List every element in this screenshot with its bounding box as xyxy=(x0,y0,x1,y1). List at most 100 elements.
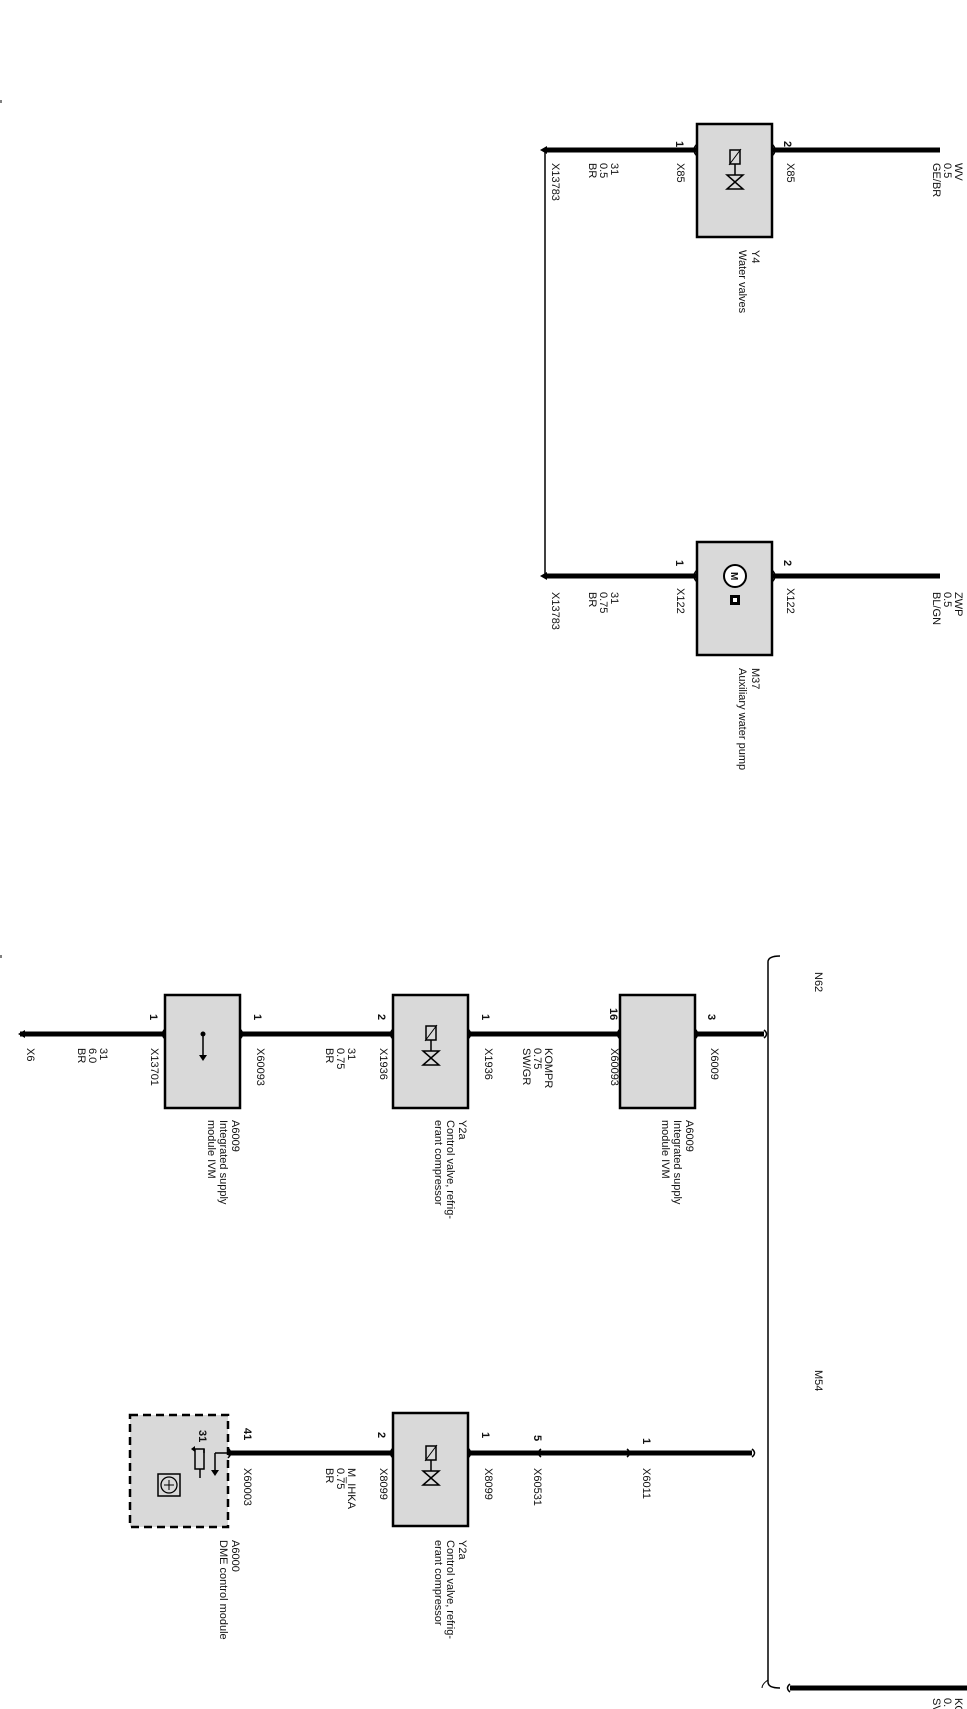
connector-mark xyxy=(693,143,698,157)
variant-label-m54: M54 xyxy=(812,1370,824,1391)
wire-gauge: 0.75 xyxy=(334,1468,346,1489)
connector-mark xyxy=(389,1447,394,1459)
wire-gauge: 0.5 xyxy=(597,163,609,178)
component-name: erant compressor xyxy=(432,1120,444,1206)
connector-label: X122 xyxy=(674,588,686,614)
component-id: Y2a xyxy=(456,1120,468,1140)
control-unit-icon xyxy=(157,1473,181,1497)
connector-mark xyxy=(771,143,776,157)
ground-arrow xyxy=(540,146,547,154)
connector-label: X1936 xyxy=(377,1048,389,1080)
wire-code: M_IHKA xyxy=(345,1468,357,1510)
wire-color: GE/BR xyxy=(930,163,942,197)
wire-code: 31 xyxy=(345,1048,357,1060)
connector-label: X1936 xyxy=(482,1048,494,1080)
water-valves-box xyxy=(695,122,774,239)
pin-label: 2 xyxy=(781,141,793,147)
connector-label: X8099 xyxy=(377,1468,389,1500)
m54-branch: 1 X6011 5 X60531 1 2 X8099 X8099 Y2a Con… xyxy=(128,1411,756,1640)
wire-color: BR xyxy=(323,1048,335,1063)
connector-mark xyxy=(467,1447,472,1459)
wire-gauge: 0.75 xyxy=(334,1048,346,1069)
connector-label: X6011 xyxy=(640,1468,652,1499)
connector-mark xyxy=(751,1448,756,1458)
ground-arrow xyxy=(18,1030,25,1038)
connector-label: X6009 xyxy=(708,1048,720,1080)
wire-color: SV xyxy=(930,1698,942,1709)
pin-label: 3 xyxy=(705,1014,717,1020)
component-id: Y2a xyxy=(456,1540,468,1560)
wire-gauge: 0.75 xyxy=(531,1048,543,1069)
component-name: erant compressor xyxy=(432,1540,444,1626)
wire-gauge: 0.5 xyxy=(941,592,953,607)
ivm-top-box xyxy=(618,993,697,1110)
connector-mark xyxy=(227,1447,232,1459)
connector-mark xyxy=(694,1028,699,1040)
wire-gauge: 0. xyxy=(941,1698,953,1707)
component-name: DME control module xyxy=(217,1540,229,1640)
component-name: Water valves xyxy=(736,250,748,314)
wire-color: BR xyxy=(586,163,598,178)
wire-color: BL/GN xyxy=(930,592,942,625)
connector-label: X60531 xyxy=(531,1468,543,1506)
component-id: Y4 xyxy=(749,250,761,263)
connector-mark xyxy=(771,569,776,583)
ground-label: X13783 xyxy=(549,163,561,201)
valve-icon xyxy=(421,1444,441,1486)
switch-icon xyxy=(199,1031,207,1061)
wire-gauge: 6.0 xyxy=(86,1048,98,1063)
pin-label: 1 xyxy=(673,141,685,147)
pin-label: 1 xyxy=(251,1014,263,1020)
connector-mark xyxy=(626,1448,631,1458)
ground-label: X6 xyxy=(24,1048,36,1061)
connector-label: X85 xyxy=(784,163,796,183)
wire-code: 31 xyxy=(97,1048,109,1060)
pin-label: 1 xyxy=(640,1438,652,1444)
pin-label: 1 xyxy=(479,1432,491,1438)
wire-code: KOMPR xyxy=(542,1048,554,1088)
component-name: module IVM xyxy=(659,1120,671,1179)
connector-mark xyxy=(763,1029,768,1039)
pin-label: 5 xyxy=(531,1435,543,1441)
component-name: Integrated supply xyxy=(671,1120,683,1205)
wire-code: 31 xyxy=(608,592,620,604)
component-name: Auxiliary water pump xyxy=(736,668,748,770)
pin-label: 16 xyxy=(607,1008,619,1020)
wire-code: KO xyxy=(952,1698,964,1709)
connector-label: X60093 xyxy=(254,1048,266,1086)
wire-color: SW/GR xyxy=(520,1048,532,1085)
connector-label: X13701 xyxy=(148,1048,160,1086)
motor-icon: M xyxy=(723,564,747,605)
component-id: A6009 xyxy=(683,1120,695,1152)
pin-label: 1 xyxy=(147,1014,159,1020)
component-name: Control valve, refrig- xyxy=(444,1120,456,1219)
variant-label-n62: N62 xyxy=(812,972,824,992)
connector-label: X8099 xyxy=(482,1468,494,1500)
connector-label: X60093 xyxy=(608,1048,620,1086)
variant-bracket: N62 M54 xyxy=(761,955,824,1689)
valve-icon xyxy=(725,148,745,190)
pin-label: 2 xyxy=(781,560,793,566)
pin-label: 1 xyxy=(479,1014,491,1020)
pin-label: 1 xyxy=(673,560,685,566)
pin-label: 2 xyxy=(375,1014,387,1020)
wire-code: WV xyxy=(952,163,964,181)
n62-branch: 3 16 X6009 X60093 A6009 Integrated suppl… xyxy=(18,993,768,1219)
wire-color: BR xyxy=(75,1048,87,1063)
component-name: module IVM xyxy=(205,1120,217,1179)
pin-label: 31 xyxy=(196,1430,208,1442)
wire-gauge: 0.5 xyxy=(941,163,953,178)
wire-gauge: 0.75 xyxy=(597,592,609,613)
connector-mark xyxy=(467,1028,472,1040)
resistor-icon xyxy=(191,1446,228,1478)
connector-mark xyxy=(389,1028,394,1040)
aux-pump-group: M 1 2 X122 X122 ZWP 0.5 BL/GN 31 0.75 BR… xyxy=(545,540,964,770)
component-id: A6000 xyxy=(229,1540,241,1572)
connector-mark xyxy=(616,1028,621,1040)
connector-mark xyxy=(693,569,698,583)
wire-code: 31 xyxy=(608,163,620,175)
component-id: M37 xyxy=(749,668,761,689)
wire-color: BR xyxy=(586,592,598,607)
connector-label: X85 xyxy=(674,163,686,183)
